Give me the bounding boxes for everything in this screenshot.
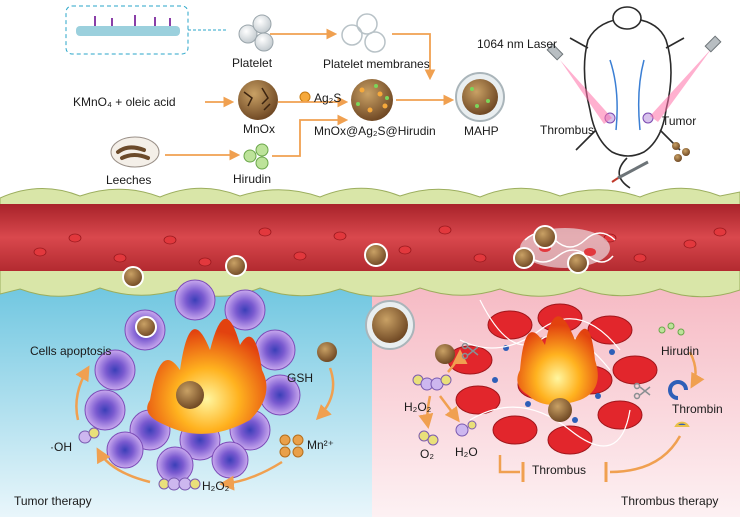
thrombus-therapy-title: Thrombus therapy [621,494,719,508]
composite-label: MnOx@Ag₂S@Hirudin [314,124,436,138]
mn-label: Mn²⁺ [307,438,334,452]
mahp-label: MAHP [464,124,499,138]
vessel-nanoparticles [122,225,589,288]
thrombus-h2o2-label: H₂O₂ [404,400,432,414]
thrombus-site-label: Thrombus [540,123,595,137]
laser-beams [546,35,722,124]
ag2s-dot [299,91,311,103]
laser-label: 1064 nm Laser [477,37,558,51]
o2-molecule [418,430,439,446]
mahp-entering [365,300,415,350]
composite-particle [351,79,393,121]
syringe-icon [611,160,649,183]
platelet-label: Platelet [232,56,273,70]
ag2s-label: Ag₂S [314,91,342,105]
scissors-icon [461,342,651,400]
platelet-membranes-label: Platelet membranes [323,57,430,71]
thrombin-label: Thrombin [672,402,723,416]
hirudin-icon [243,143,269,170]
h2o-label: H₂O [455,445,478,459]
cells-apoptosis-label: Cells apoptosis [30,344,112,358]
synthesis-arrows [165,28,455,161]
injected-particles [672,142,690,162]
tumor-nanoparticle-entering [135,316,157,338]
tumor-nanoparticle [176,381,204,409]
leeches-dish [110,136,160,168]
endothelium-top [0,187,740,206]
tumor-fire [147,318,267,434]
h2o-molecule [455,420,477,437]
tumor-h2o2-label: H₂O₂ [202,479,230,493]
h2o2-molecule [158,477,201,491]
thrombin-icon [668,380,688,400]
thrombus-cycle-arrows [418,349,705,482]
hirudin-label: Hirudin [233,172,272,186]
mnox-label: MnOx [243,122,276,136]
o2-label: O₂ [420,447,434,461]
platelet-icon [238,14,274,52]
hirudin-panel-label: Hirudin [661,344,700,358]
mn-ions [279,434,304,458]
thrombus-side-particle [435,344,455,364]
gsh-particle [317,342,337,362]
thrombin-dots [492,345,615,423]
hirudin-dots-panel [658,322,685,336]
platelet-membranes-icon [341,13,386,53]
tumor-cycle-arrows [75,365,335,491]
mnox-particle [238,80,278,120]
thrombus-h2o2-molecule [412,374,452,391]
thrombus-nanoparticle [548,398,572,422]
membrane-inset [65,5,226,55]
leeches-label: Leeches [106,173,152,187]
tumor-site-label: Tumor [662,114,697,128]
kmno4-label: KMnO₄ + oleic acid [73,95,176,109]
gsh-label: GSH [287,371,314,385]
oh-label: ·OH [50,440,72,454]
mahp-particle [455,72,505,122]
red-blood-cells [33,225,727,267]
thrombus-fire [517,316,598,405]
thrombin-bound-icon [674,421,690,427]
tumor-therapy-title: Tumor therapy [14,494,92,508]
thrombus-label: Thrombus [532,463,587,477]
oh-molecule [78,427,100,444]
